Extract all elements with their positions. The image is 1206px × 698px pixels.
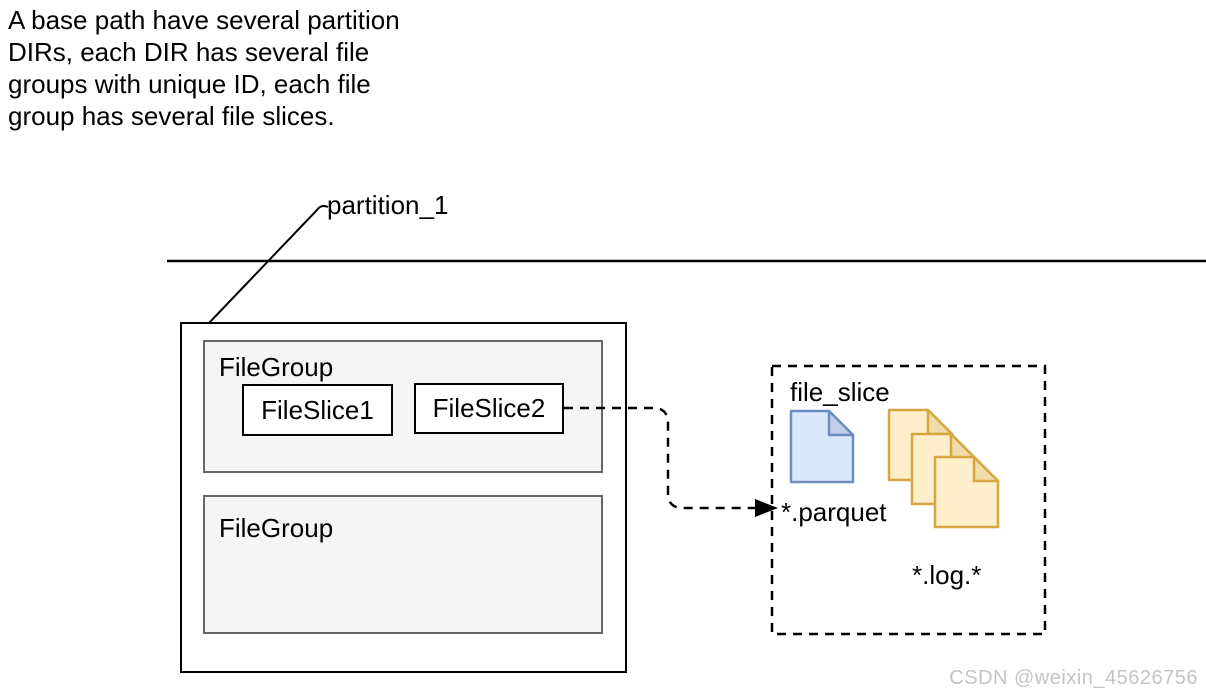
filegroup-box-2: FileGroup: [203, 495, 603, 634]
log-label: *.log.*: [912, 560, 982, 590]
filegroup-label: FileGroup: [219, 513, 334, 543]
partition-label: partition_1: [327, 190, 449, 220]
description-line: A base path have several partition: [8, 5, 400, 35]
fileslice2-box: FileSlice2: [414, 383, 564, 434]
description-text: A base path have several partition DIRs,…: [8, 4, 400, 132]
file-slice-title: file_slice: [790, 377, 890, 407]
watermark-text: CSDN @weixin_45626756: [949, 667, 1198, 689]
log-files-icon: [887, 408, 1000, 529]
description-line: group has several file slices.: [8, 101, 335, 131]
file-slice-arrowhead: [755, 499, 778, 517]
fileslice1-box: FileSlice1: [242, 384, 393, 436]
description-line: DIRs, each DIR has several file: [8, 37, 370, 67]
partition-leader-line: [208, 205, 329, 324]
parquet-file-icon: [789, 409, 855, 484]
parquet-label: *.parquet: [781, 497, 887, 527]
filegroup-label: FileGroup: [219, 352, 334, 382]
description-line: groups with unique ID, each file: [8, 69, 371, 99]
